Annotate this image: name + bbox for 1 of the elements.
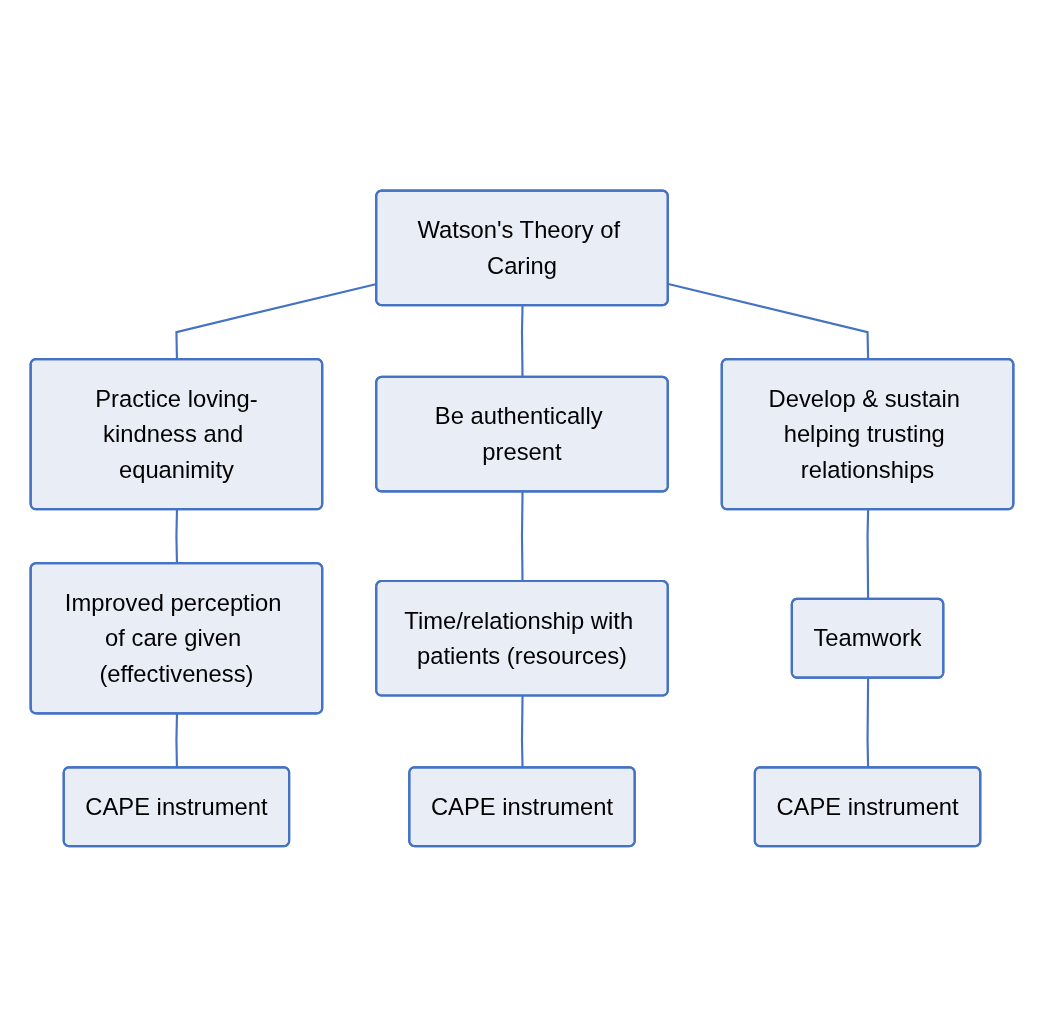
connector bbox=[866, 509, 870, 599]
